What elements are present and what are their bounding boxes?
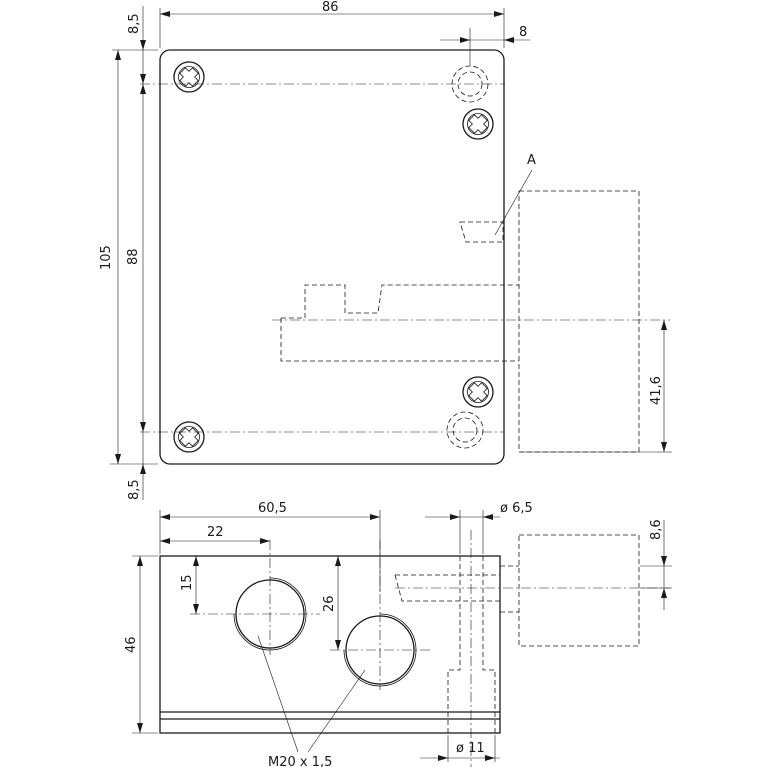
front-view: 60,5 22 15 26 46 ø 6,5 [124,501,672,767]
dim-offset-top: 8,5 [127,13,142,34]
dim-hole2-x: 60,5 [258,501,287,516]
screw-right-upper-icon [462,108,494,140]
housing-outline [159,49,505,465]
screw-top-left-icon [173,61,205,93]
detail-a-label: A [527,153,536,168]
dim-offset-bottom: 8,5 [127,479,142,500]
thread-label: M20 x 1,5 [268,755,332,767]
dim-height-88: 88 [126,248,141,265]
front-housing-outline [159,555,501,734]
hidden-hole-bottom [446,411,484,449]
thread-hole-2 [330,540,430,690]
side-block-hidden [518,190,640,453]
dim-hole1-y: 15 [180,574,195,591]
front-side-block-hidden [518,534,640,647]
dim-offset-right-8: 8 [519,25,527,40]
bolt-hidden [394,574,500,602]
latch-hidden [281,284,519,319]
screw-right-lower-icon [462,376,494,408]
dim-height-46: 46 [124,636,139,653]
dim-width-86: 86 [322,0,339,15]
screw-bottom-left-icon [173,421,205,453]
dim-offset-8-6: 8,6 [649,519,664,540]
dim-hole2-y: 26 [322,595,337,612]
detail-a-hidden [459,221,504,243]
dim-hole1-x: 22 [207,525,224,540]
dim-height-105: 105 [99,245,114,270]
bore-hidden [447,556,461,733]
dim-bore-diameter: ø 11 [456,741,485,756]
dim-pin-diameter: ø 6,5 [500,501,533,516]
top-view: A 86 8 8,5 105 88 8,5 [99,0,672,500]
dim-side-41-6: 41,6 [649,376,664,405]
thread-hole-1 [190,540,320,655]
